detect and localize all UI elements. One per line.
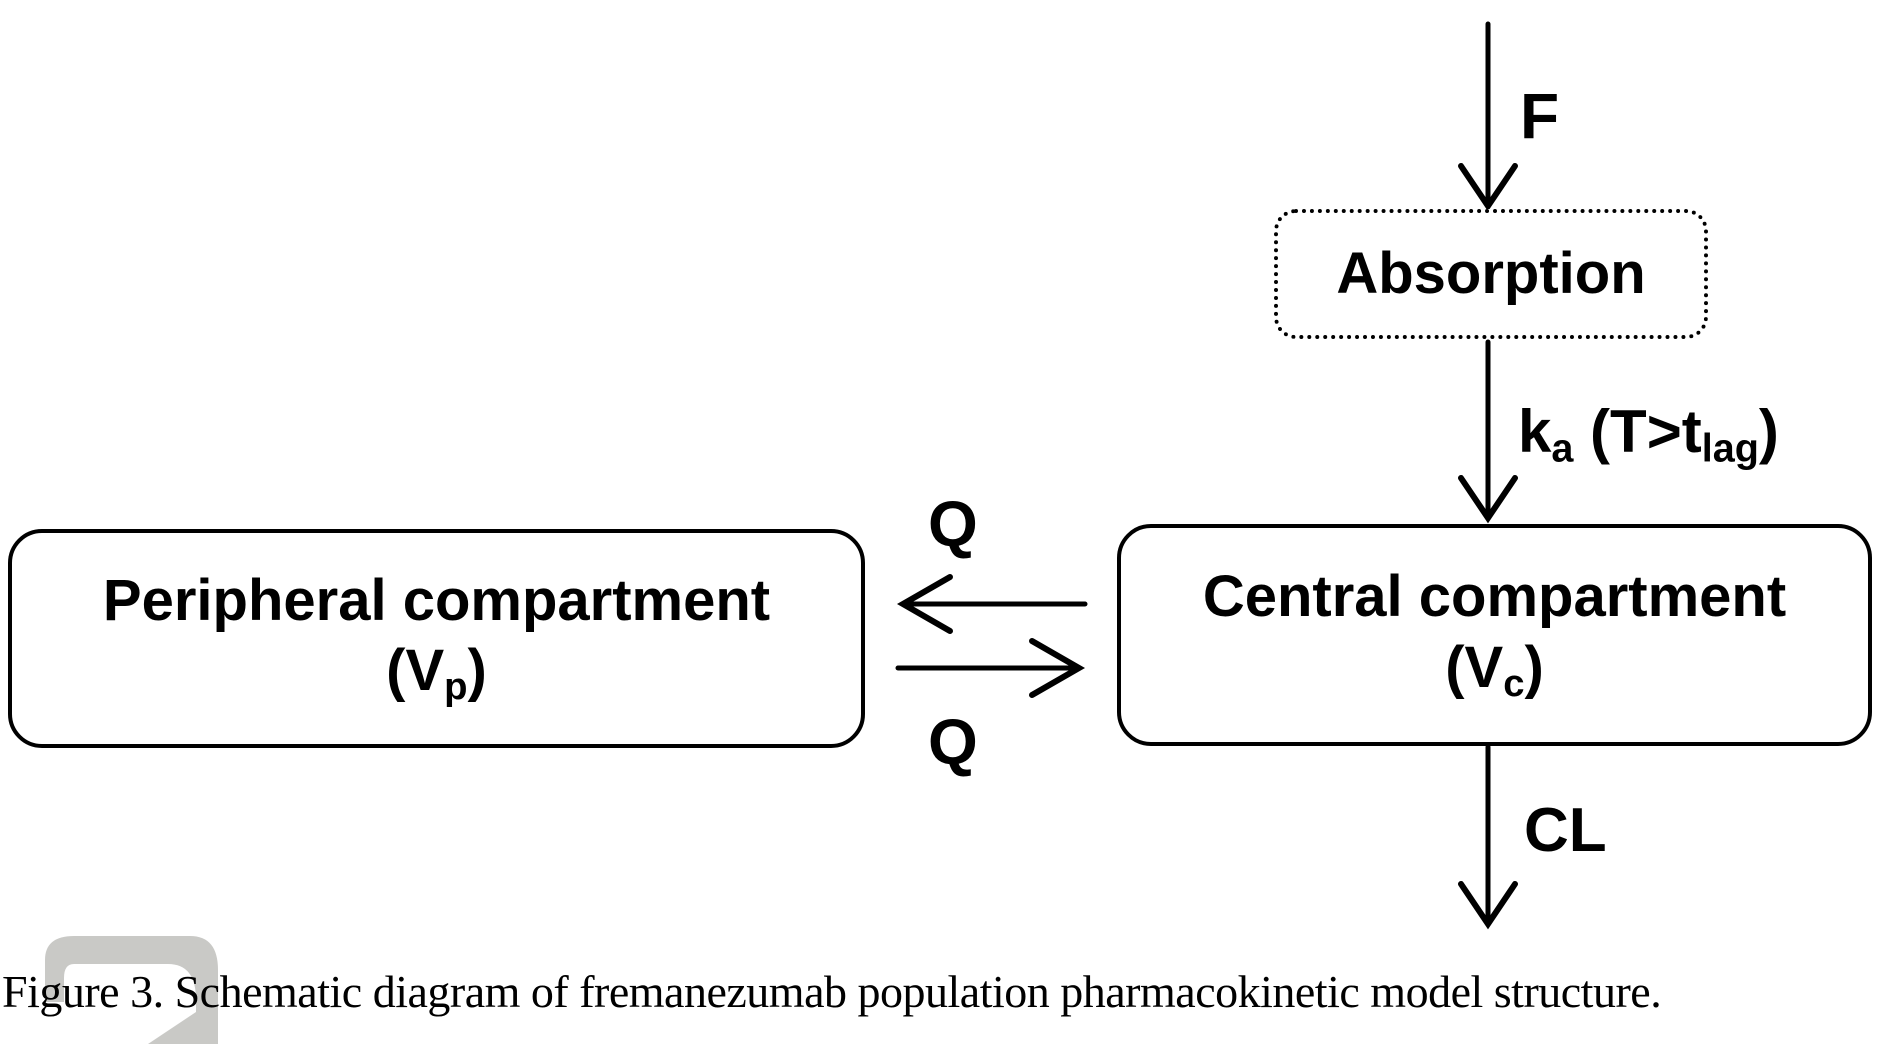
absorption-box-label: Absorption — [1336, 240, 1646, 306]
central-to-peripheral-arrow — [896, 574, 1088, 634]
central-compartment-title: Central compartment — [1202, 564, 1787, 630]
intercompartmental-clearance-label-top: Q — [928, 488, 978, 560]
peripheral-volume-subscript: p — [444, 665, 468, 709]
absorption-box: Absorption — [1274, 209, 1708, 339]
peripheral-to-central-arrow — [895, 638, 1086, 698]
peripheral-compartment-title: Peripheral compartment — [102, 567, 771, 633]
absorption-to-central-arrow — [1458, 339, 1518, 524]
watermark-shape — [45, 936, 218, 1044]
peripheral-compartment-volume: (Vp) — [386, 638, 487, 709]
figure-caption: Figure 3. Schematic diagram of fremanezu… — [2, 966, 1662, 1017]
absorption-rate-label: ka (T>tlag) — [1518, 398, 1779, 471]
tlag-subscript: lag — [1701, 426, 1759, 471]
elimination-arrow — [1458, 744, 1518, 930]
intercompartmental-clearance-label-bottom: Q — [928, 706, 978, 778]
ka-subscript: a — [1551, 426, 1574, 471]
bioavailability-label: F — [1520, 80, 1560, 152]
dose-arrow — [1458, 21, 1518, 212]
central-volume-subscript: c — [1503, 662, 1525, 706]
peripheral-compartment-box: Peripheral compartment (Vp) — [8, 529, 865, 748]
central-compartment-box: Central compartment (Vc) — [1117, 524, 1872, 746]
clearance-label: CL — [1524, 796, 1607, 865]
central-compartment-volume: (Vc) — [1445, 634, 1544, 706]
